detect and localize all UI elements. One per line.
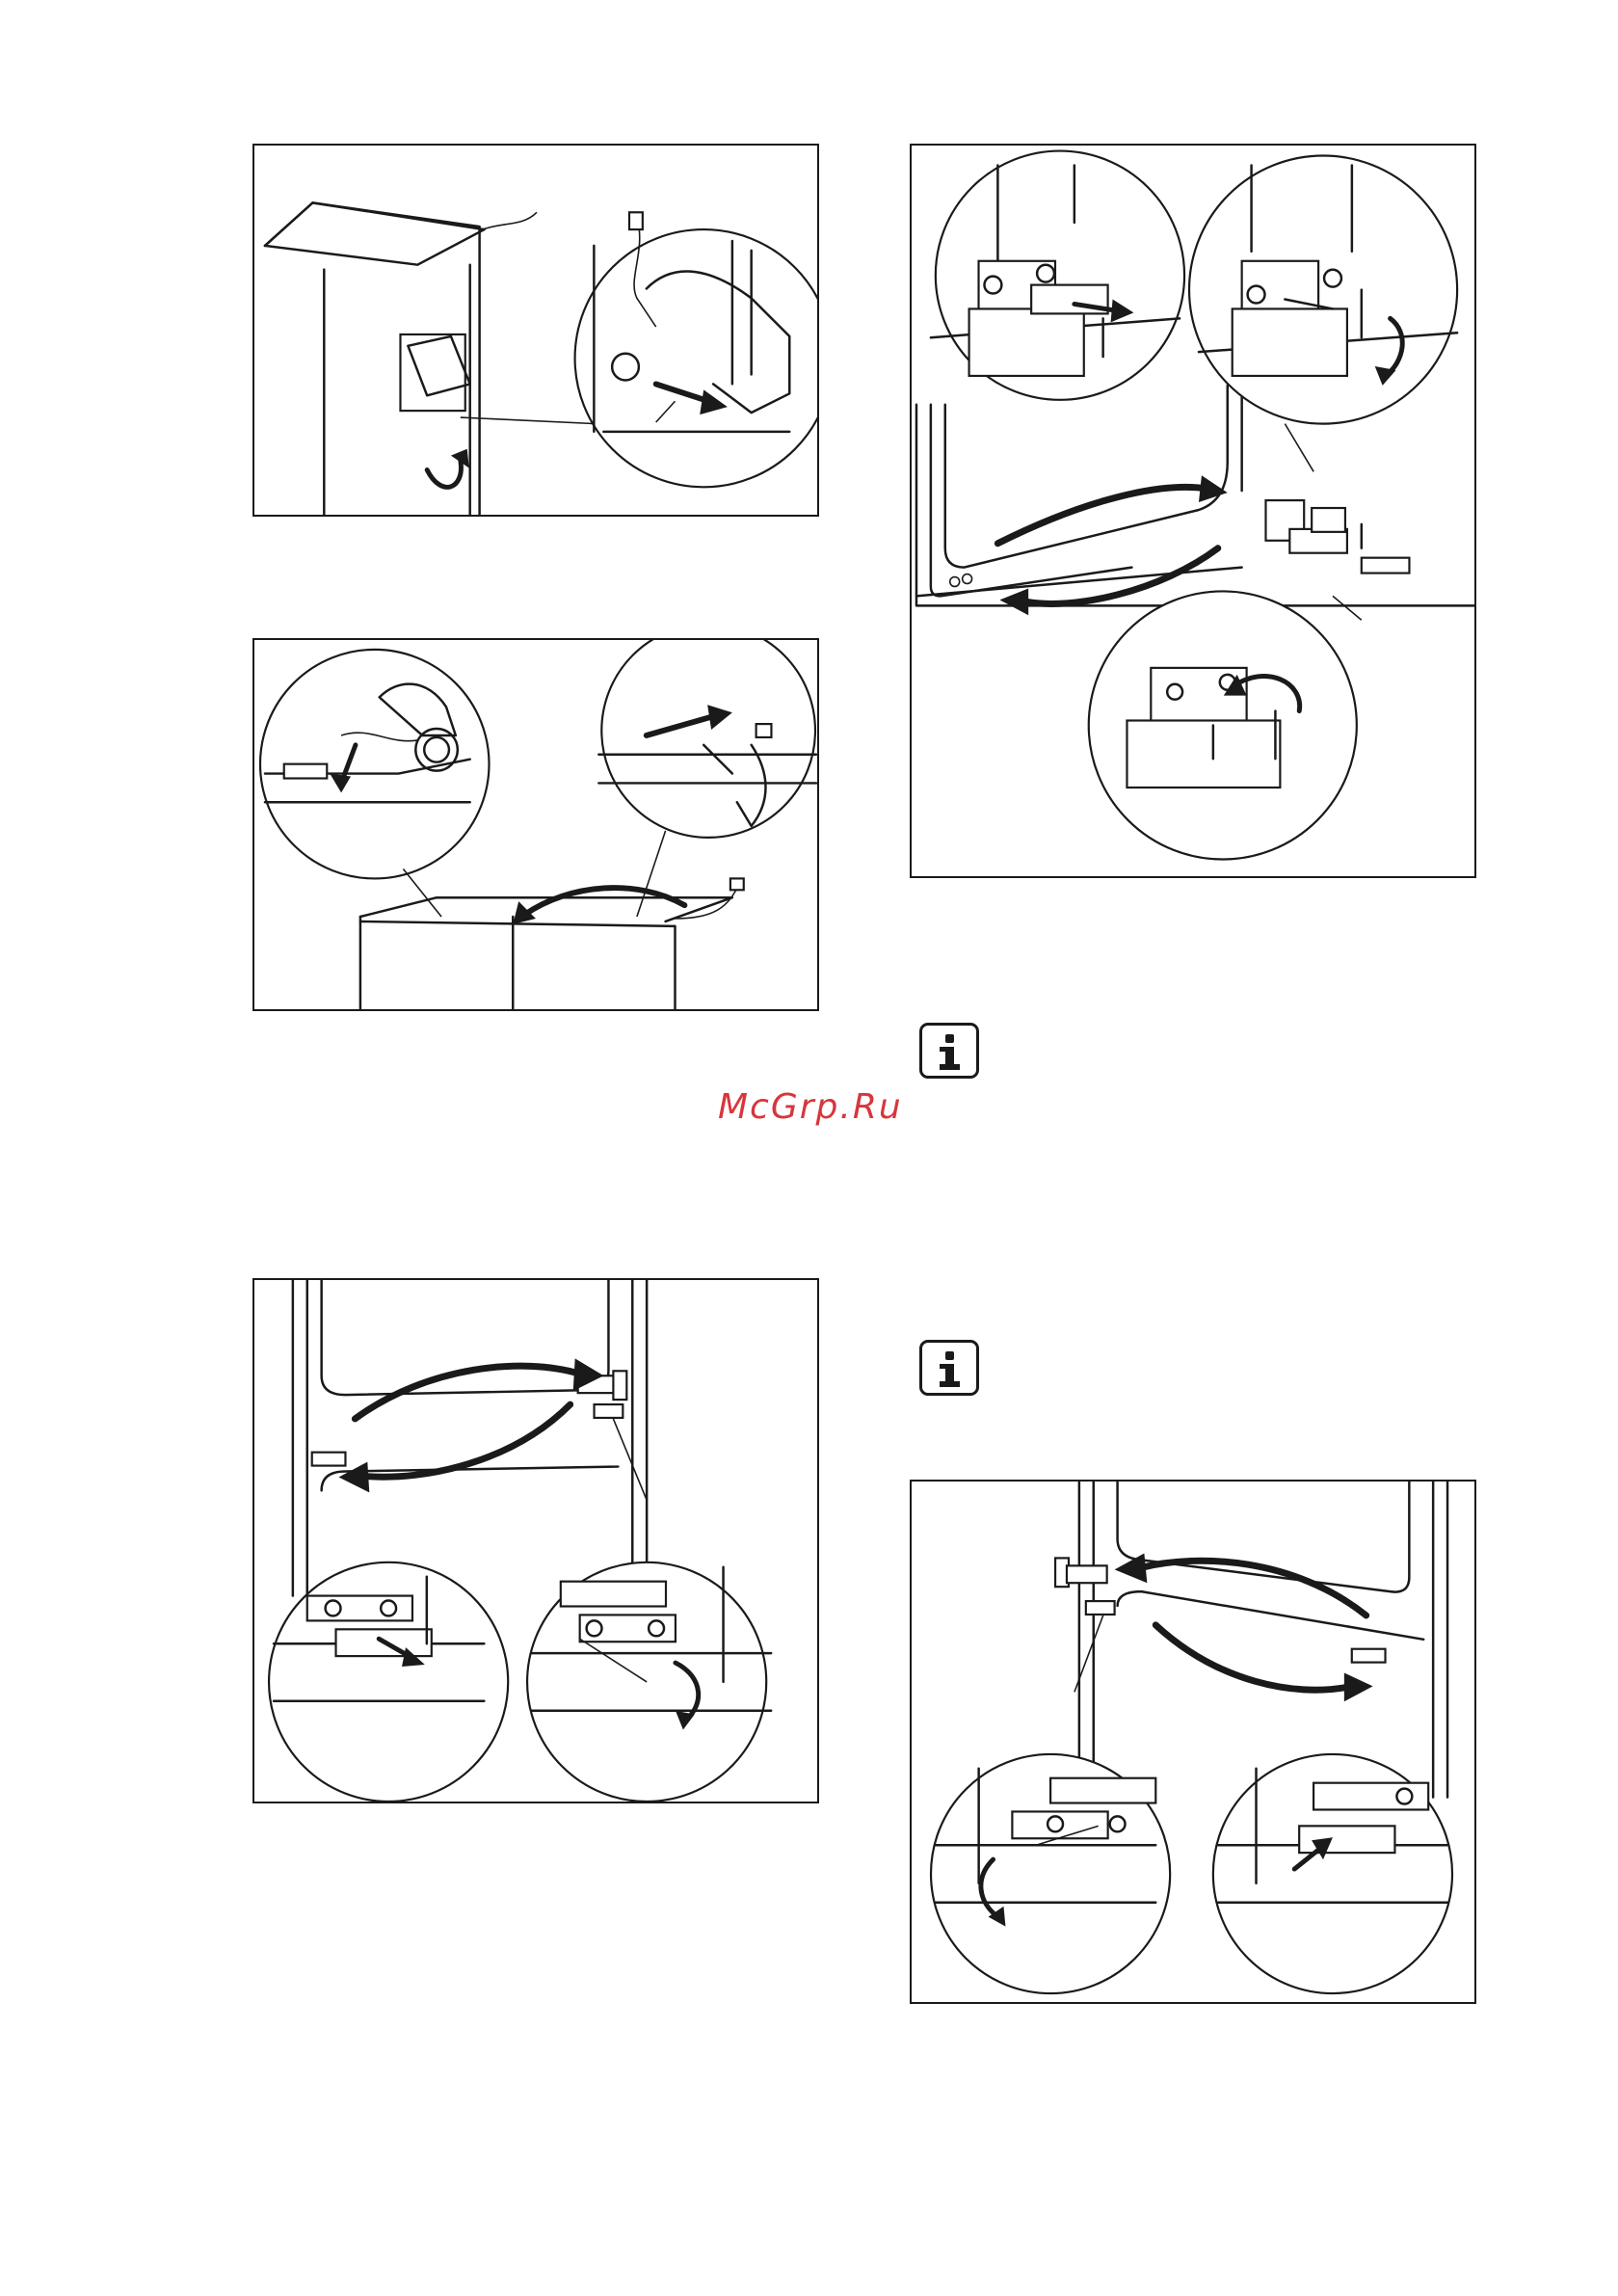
illustration-door-switch-cable [252,144,819,517]
cable-reroute-drawing [254,640,817,1009]
middle-hinge-reinstall-drawing [912,1482,1474,2002]
watermark-text: McGrp.Ru [718,1087,903,1127]
illustration-cable-reroute [252,638,819,1011]
info-icon [919,1023,979,1079]
illustration-middle-hinge-removal [252,1278,819,1803]
middle-hinge-removal-drawing [254,1280,817,1802]
door-switch-cable-drawing [254,146,817,515]
illustration-bottom-hinge-relocation [910,144,1476,878]
illustration-middle-hinge-reinstall [910,1480,1476,2004]
bottom-hinge-relocation-drawing [912,146,1474,876]
info-icon [919,1340,979,1396]
